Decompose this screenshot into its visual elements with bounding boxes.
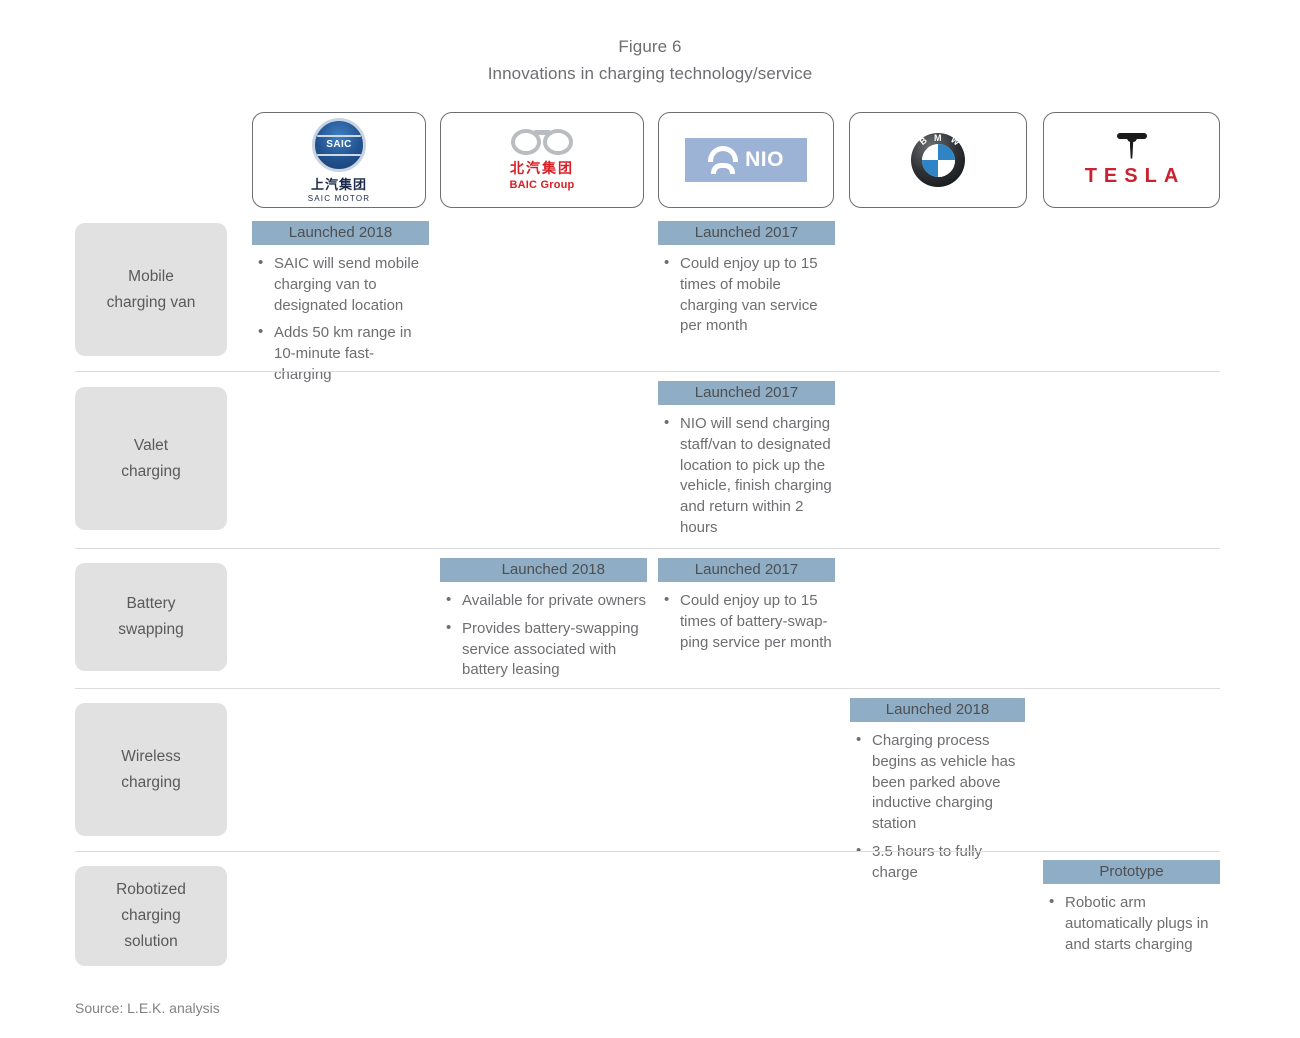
cell-robotized-tesla: Prototype Robotic arm automatically plug… bbox=[1043, 860, 1220, 962]
bullet-list: Robotic arm automatically plugs in and s… bbox=[1043, 892, 1220, 955]
cell-wireless-bmw: Launched 2018 Charging process begins as… bbox=[850, 698, 1025, 891]
saic-chinese-name: 上汽集团 bbox=[310, 176, 367, 192]
tesla-t-emblem-icon bbox=[1116, 132, 1147, 159]
nio-emblem-icon bbox=[708, 146, 739, 174]
saic-emblem-icon: SAIC bbox=[312, 117, 366, 172]
figure-title: Innovations in charging technology/servi… bbox=[487, 64, 813, 83]
cell-battery-baic: Launched 2018 Available for private owne… bbox=[440, 558, 647, 688]
row-divider bbox=[75, 688, 1220, 689]
status-badge: Launched 2018 bbox=[252, 221, 429, 245]
saic-wordmark: SAIC bbox=[326, 139, 352, 150]
row-label-line: charging bbox=[121, 462, 181, 480]
row-label-line: Valet bbox=[133, 436, 169, 454]
bullet-list: SAIC will send mobile charging van to de… bbox=[252, 253, 429, 386]
source-note: Source: L.E.K. analysis bbox=[75, 1000, 220, 1016]
cell-battery-nio: Launched 2017 Could enjoy up to 15 times… bbox=[658, 558, 835, 660]
figure-number: Figure 6 bbox=[618, 37, 682, 56]
bullet-list: NIO will send charging staff/van to desi… bbox=[658, 413, 835, 539]
row-label-robotized-charging-solution: Robotized charging solution bbox=[75, 866, 227, 966]
baic-emblem-icon bbox=[510, 129, 573, 155]
list-item: Adds 50 km range in 10-minute fast-charg… bbox=[252, 322, 429, 385]
status-badge: Prototype bbox=[1043, 860, 1220, 884]
bmw-logo-icon: B M W bbox=[911, 133, 965, 187]
list-item: Robotic arm automatically plugs in and s… bbox=[1043, 892, 1220, 955]
status-badge: Launched 2017 bbox=[658, 221, 835, 245]
cell-mobile-nio: Launched 2017 Could enjoy up to 15 times… bbox=[658, 221, 835, 344]
logo-box-tesla: TESLA bbox=[1043, 112, 1220, 208]
bullet-list: Could enjoy up to 15 times of battery-sw… bbox=[658, 590, 835, 653]
row-divider bbox=[75, 851, 1220, 852]
row-label-line: Mobile bbox=[128, 267, 174, 285]
row-divider bbox=[75, 371, 1220, 372]
logo-box-saic: SAIC 上汽集团 SAIC MOTOR bbox=[252, 112, 426, 208]
row-label-battery-swapping: Battery swapping bbox=[75, 563, 227, 671]
row-label-line: charging bbox=[121, 907, 181, 924]
list-item: SAIC will send mobile charging van to de… bbox=[252, 253, 429, 316]
bmw-letters: B M W bbox=[911, 133, 965, 187]
row-label-wireless-charging: Wireless charging bbox=[75, 703, 227, 836]
list-item: Charging process begins as vehicle has b… bbox=[850, 730, 1025, 835]
logo-box-nio: NIO bbox=[658, 112, 834, 208]
tesla-logo-icon: TESLA bbox=[1078, 132, 1186, 188]
baic-english-name: BAIC Group bbox=[509, 179, 575, 191]
bmw-roundel-icon bbox=[921, 143, 955, 177]
nio-logo-icon: NIO bbox=[685, 138, 807, 182]
list-item: 3.5 hours to fully charge bbox=[850, 841, 1025, 884]
status-badge: Launched 2018 bbox=[440, 558, 647, 582]
row-label-line: swapping bbox=[118, 621, 184, 638]
baic-chinese-name: 北汽集团 bbox=[509, 160, 574, 176]
cell-valet-nio: Launched 2017 NIO will send charging sta… bbox=[658, 381, 835, 546]
cell-mobile-saic: Launched 2018 SAIC will send mobile char… bbox=[252, 221, 429, 393]
status-badge: Launched 2017 bbox=[658, 558, 835, 582]
status-badge: Launched 2018 bbox=[850, 698, 1025, 722]
baic-logo-icon: 北汽集团 BAIC Group bbox=[510, 129, 575, 191]
row-label-mobile-charging-van: Mobile charging van bbox=[75, 223, 227, 356]
row-label-line: solution bbox=[124, 933, 178, 950]
bullet-list: Available for private owners Provides ba… bbox=[440, 590, 647, 681]
list-item: NIO will send charging staff/van to desi… bbox=[658, 413, 835, 539]
tesla-wordmark: TESLA bbox=[1084, 164, 1186, 187]
list-item: Could enjoy up to 15 times of battery-sw… bbox=[658, 590, 835, 653]
list-item: Provides battery-swapping service associ… bbox=[440, 618, 647, 681]
row-divider bbox=[75, 548, 1220, 549]
company-logo-row: SAIC 上汽集团 SAIC MOTOR 北汽集团 BAIC Group NIO… bbox=[252, 112, 1220, 208]
row-label-line: Wireless bbox=[121, 747, 181, 765]
logo-box-baic: 北汽集团 BAIC Group bbox=[440, 112, 644, 208]
bullet-list: Could enjoy up to 15 times of mobile cha… bbox=[658, 253, 835, 337]
row-label-line: charging van bbox=[106, 293, 196, 311]
row-label-line: charging bbox=[121, 773, 181, 791]
row-label-line: Battery bbox=[126, 595, 176, 612]
row-label-line: Robotized bbox=[116, 881, 186, 898]
saic-logo-icon: SAIC 上汽集团 SAIC MOTOR bbox=[307, 117, 371, 203]
bmw-letter-m: M bbox=[934, 133, 942, 143]
status-badge: Launched 2017 bbox=[658, 381, 835, 405]
figure-header: Figure 6 Innovations in charging technol… bbox=[0, 33, 1300, 87]
row-label-valet-charging: Valet charging bbox=[75, 387, 227, 530]
bullet-list: Charging process begins as vehicle has b… bbox=[850, 730, 1025, 884]
saic-english-name: SAIC MOTOR bbox=[307, 193, 371, 203]
logo-box-bmw: B M W bbox=[849, 112, 1027, 208]
list-item: Could enjoy up to 15 times of mobile cha… bbox=[658, 253, 835, 337]
list-item: Available for private owners bbox=[440, 590, 647, 612]
nio-wordmark: NIO bbox=[745, 148, 784, 171]
